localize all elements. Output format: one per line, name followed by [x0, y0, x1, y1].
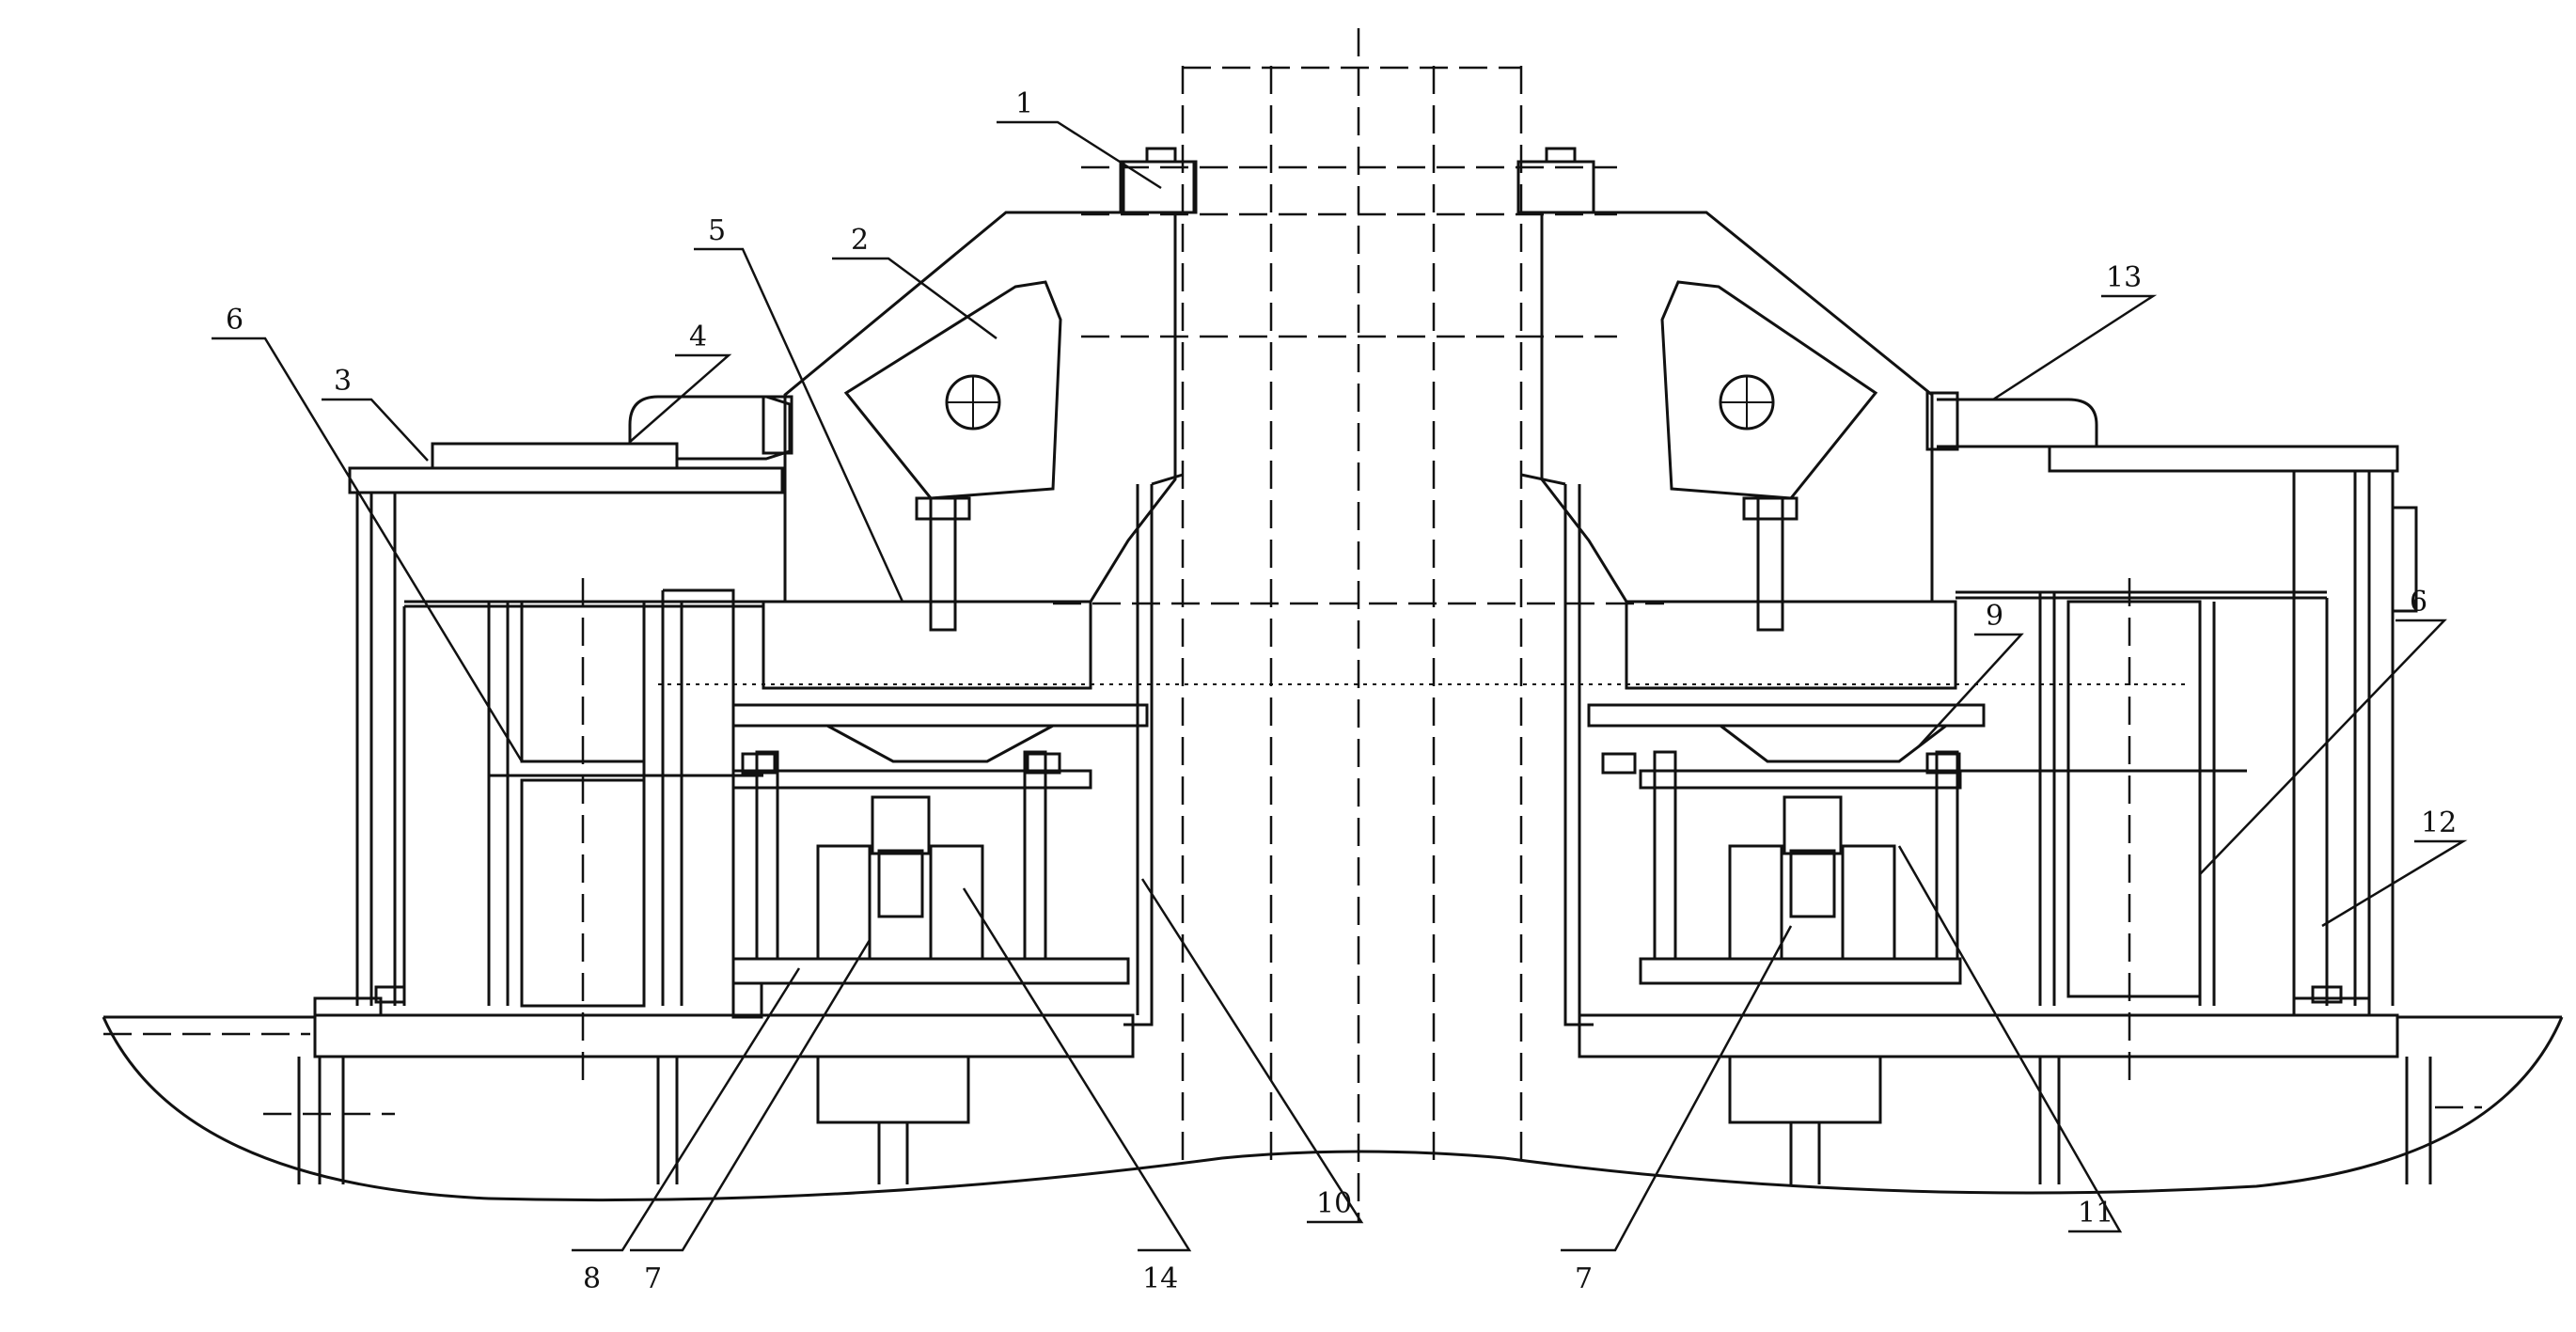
right-hub	[1516, 147, 1957, 690]
left-housing	[355, 493, 763, 1006]
label-10: 10	[1316, 1187, 1352, 1220]
right-housing	[1956, 470, 2418, 1006]
left-filter-pack	[487, 578, 763, 1081]
leader-lines	[212, 120, 2468, 1252]
label-6-left: 6	[226, 304, 243, 337]
label-4: 4	[689, 321, 707, 353]
label-8: 8	[583, 1262, 601, 1295]
left-counterweight	[843, 280, 1062, 632]
label-9: 9	[1986, 600, 2003, 633]
label-7-right: 7	[1575, 1262, 1593, 1295]
label-13: 13	[2106, 261, 2142, 294]
base-plate	[297, 985, 2432, 1184]
label-11: 11	[2078, 1197, 2113, 1230]
right-counterweight	[1660, 280, 1878, 632]
label-7-left: 7	[644, 1262, 662, 1295]
top-nut	[1119, 160, 1595, 214]
label-2: 2	[851, 224, 869, 257]
left-top-cover	[348, 395, 793, 494]
left-hub	[762, 147, 1196, 690]
label-1: 1	[1015, 87, 1033, 120]
callout-labels: 1 2 3 4 5 6 6 7 7 8 9 10 11 12 13 14	[226, 87, 2457, 1295]
label-5: 5	[708, 214, 726, 247]
right-filter-pack	[1908, 578, 2247, 1081]
label-12: 12	[2421, 807, 2457, 839]
label-3: 3	[334, 365, 352, 398]
right-lower-mechanism	[1587, 703, 1986, 985]
label-14: 14	[1142, 1262, 1178, 1295]
label-6-right: 6	[2410, 586, 2427, 619]
center-shaft	[658, 28, 2191, 1222]
left-lower-mechanism	[731, 703, 1149, 1019]
hull-outline	[102, 1015, 2564, 1202]
right-top-cover	[1925, 391, 2399, 473]
